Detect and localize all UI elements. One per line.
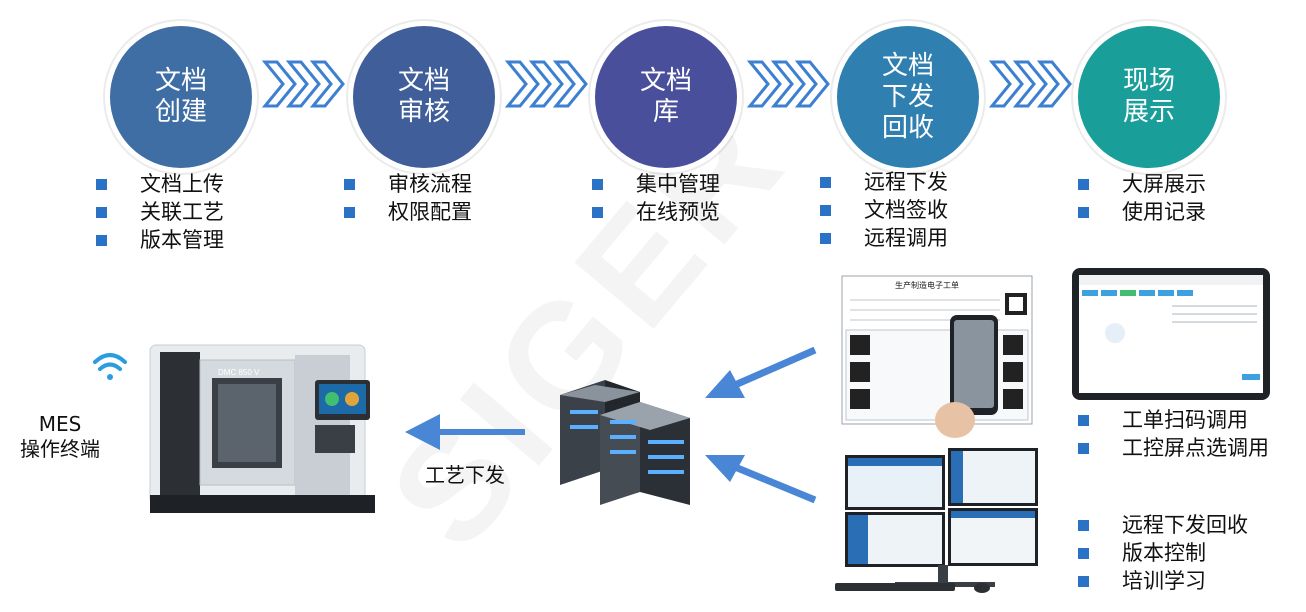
list-item: 版本控制 [1078,539,1248,567]
list-item: 集中管理 [592,170,720,198]
stage-circle-review: 文档 审核 [353,26,495,168]
stage-label-library: 文档 库 [639,66,692,127]
stage-circle-display: 现场 展示 [1078,26,1220,168]
list-item: 文档签收 [820,196,948,224]
right-list-top: 工单扫码调用 工控屏点选调用 [1078,406,1269,462]
list-item: 远程调用 [820,224,948,252]
chevron-connector-2 [504,60,588,108]
stage-list-create: 文档上传 关联工艺 版本管理 [96,170,224,254]
work-order-title: 生产制造电子工单 [895,280,959,290]
list-item: 远程下发 [820,168,948,196]
arrow-to-machine [405,414,525,450]
list-item: 权限配置 [344,198,472,226]
stage-list-library: 集中管理 在线预览 [592,170,720,226]
stage-list-distribute: 远程下发 文档签收 远程调用 [820,168,948,252]
mes-terminal-label: MES 操作终端 [20,412,100,461]
stage-list-display: 大屏展示 使用记录 [1078,170,1206,226]
process-distribution-label: 工艺下发 [425,463,505,487]
arrow-from-monitors [705,455,817,504]
stage-list-review: 审核流程 权限配置 [344,170,472,226]
list-item: 审核流程 [344,170,472,198]
stage-circle-distribute: 文档 下发 回收 [837,26,979,168]
large-display-image [1072,268,1270,400]
list-item: 工控屏点选调用 [1078,434,1269,462]
list-item: 培训学习 [1078,567,1248,595]
stage-label-review: 文档 审核 [397,66,450,127]
stage-label-display: 现场 展示 [1122,66,1175,127]
stage-circle-create: 文档 创建 [110,26,252,168]
stage-label-create: 文档 创建 [154,66,207,127]
list-item: 工单扫码调用 [1078,406,1269,434]
chevron-connector-4 [988,60,1072,108]
wifi-icon [93,353,127,380]
server-image [560,380,690,505]
chevron-connector-3 [746,60,830,108]
list-item: 文档上传 [96,170,224,198]
stage-label-distribute: 文档 下发 回收 [881,50,934,143]
list-item: 关联工艺 [96,198,224,226]
machine-brand-label: DMC 850 V [218,368,260,377]
arrow-from-work-order [705,346,817,398]
right-list-bottom: 远程下发回收 版本控制 培训学习 [1078,511,1248,595]
stage-circle-library: 文档 库 [595,26,737,168]
list-item: 版本管理 [96,226,224,254]
work-order-sheet-image: 生产制造电子工单 [841,275,1033,438]
list-item: 使用记录 [1078,198,1206,226]
multi-monitor-image [835,448,1038,593]
chevron-connector-1 [261,60,345,108]
list-item: 在线预览 [592,198,720,226]
list-item: 远程下发回收 [1078,511,1248,539]
cnc-machine-image: DMC 850 V [149,344,375,513]
list-item: 大屏展示 [1078,170,1206,198]
